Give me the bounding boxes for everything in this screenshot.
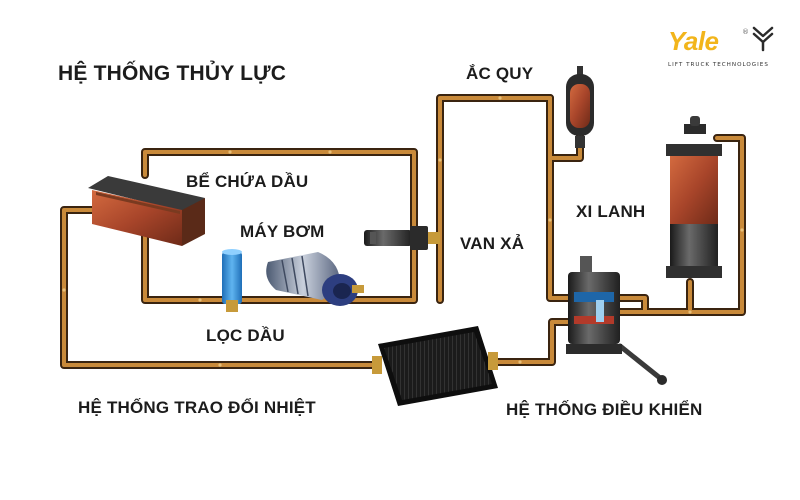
logo-registered: ® <box>742 28 749 36</box>
label-heat-exchanger: HỆ THỐNG TRAO ĐỔI NHIỆT <box>78 398 316 417</box>
label-relief-valve: VAN XẢ <box>460 234 525 253</box>
logo-mark-icon <box>752 26 774 52</box>
diagram-title: HỆ THỐNG THỦY LỰC <box>58 62 287 85</box>
oil-filter-illustration <box>222 249 242 312</box>
heat-exchanger-illustration <box>372 326 498 406</box>
logo-tagline: LIFT TRUCK TECHNOLOGIES <box>668 62 769 68</box>
yale-logo: Yale ® LIFT TRUCK TECHNOLOGIES <box>664 22 784 72</box>
label-pump: MÁY BƠM <box>240 222 325 241</box>
accumulator-illustration <box>566 66 594 148</box>
label-oil-filter: LỌC DẦU <box>206 326 285 345</box>
label-oil-tank: BỂ CHỨA DẦU <box>186 172 309 191</box>
label-accumulator: ẮC QUY <box>466 64 534 83</box>
valve-illustration <box>364 226 440 250</box>
oil-tank-illustration <box>88 176 205 246</box>
logo-word: Yale <box>668 26 719 56</box>
pipe-network <box>60 94 746 369</box>
label-cylinder: XI LANH <box>576 202 646 221</box>
label-control-system: HỆ THỐNG ĐIỀU KHIỂN <box>506 400 703 419</box>
pump-illustration <box>266 252 364 306</box>
cylinder-illustration <box>666 116 722 278</box>
control-valve-illustration <box>566 256 667 385</box>
